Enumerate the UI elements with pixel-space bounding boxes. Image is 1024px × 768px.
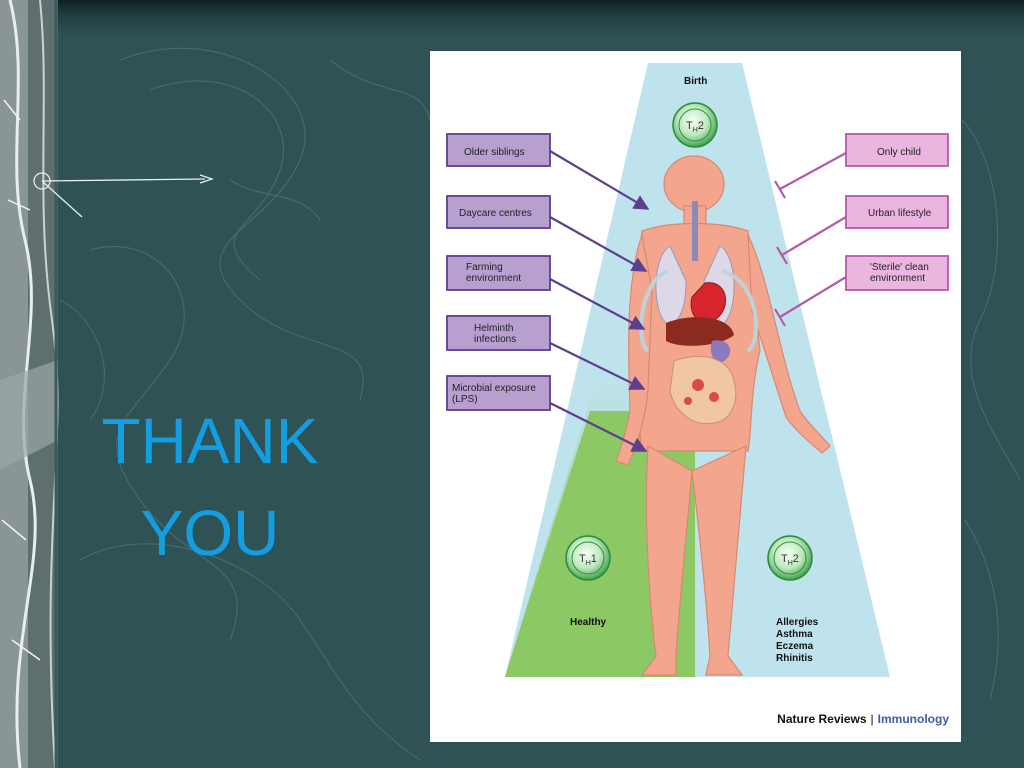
factor-label-daycare: Daycare centres	[459, 208, 532, 219]
thank-you-line-1: THANK	[101, 405, 319, 477]
factor-box-only-child: Only child	[845, 133, 949, 167]
map-strip-decoration	[0, 0, 59, 768]
figure-diagram: Older siblings Daycare centres Farming e…	[446, 63, 949, 677]
factor-box-urban: Urban lifestyle	[845, 195, 949, 229]
factor-box-older-siblings: Older siblings	[446, 133, 551, 167]
outcome-allergies: Allergies	[776, 617, 819, 628]
svg-text:TH2: TH2	[781, 553, 799, 567]
outcome-rhinitis: Rhinitis	[776, 653, 813, 664]
inhibiting-lines	[774, 152, 847, 327]
arrow-decoration	[33, 172, 215, 218]
promoting-arrows	[549, 150, 650, 452]
svg-text:TH1: TH1	[579, 553, 597, 567]
factor-label-older-siblings: Older siblings	[464, 147, 525, 158]
factor-label-farming-2: environment	[466, 273, 521, 284]
credit-separator: |	[870, 712, 874, 726]
factor-box-microbial: Microbial exposure (LPS)	[446, 375, 551, 411]
hygiene-hypothesis-figure: Older siblings Daycare centres Farming e…	[430, 51, 961, 742]
th2-cell-birth: TH2	[672, 102, 718, 148]
figure-credit: Nature Reviews|Immunology	[777, 712, 949, 726]
outcome-asthma: Asthma	[776, 629, 813, 640]
factor-label-microbial-2: (LPS)	[452, 394, 478, 405]
svg-text:TH2: TH2	[686, 120, 704, 134]
factor-label-farming-1: Farming	[466, 262, 503, 273]
factor-box-daycare: Daycare centres	[446, 195, 551, 229]
credit-source: Nature Reviews	[777, 712, 867, 726]
thank-you-line-2: YOU	[140, 497, 280, 569]
organs-illustration	[639, 201, 758, 425]
factor-box-helminth: Helminth infections	[446, 315, 551, 351]
outcome-eczema: Eczema	[776, 641, 814, 652]
topographic-contours	[59, 47, 1021, 761]
factor-label-sterile-1: 'Sterile' clean	[870, 262, 929, 273]
healthy-label: Healthy	[570, 617, 607, 628]
right-factor-boxes: Only child Urban lifestyle 'Sterile' cle…	[845, 133, 949, 291]
factor-label-sterile-2: environment	[870, 273, 925, 284]
birth-label: Birth	[684, 76, 707, 87]
factor-label-helminth-2: infections	[474, 334, 516, 345]
factor-label-helminth-1: Helminth	[474, 323, 513, 334]
factor-label-microbial-1: Microbial exposure	[452, 383, 536, 394]
left-factor-boxes: Older siblings Daycare centres Farming e…	[446, 133, 551, 411]
credit-journal: Immunology	[877, 712, 949, 726]
th2-cell-allergy: TH2	[767, 535, 813, 581]
factor-box-farming: Farming environment	[446, 255, 551, 291]
factor-label-urban: Urban lifestyle	[868, 208, 932, 219]
th1-cell-healthy: TH1	[565, 535, 611, 581]
thank-you-title: THANK YOU	[60, 395, 360, 579]
factor-box-sterile: 'Sterile' clean environment	[845, 255, 949, 291]
factor-label-only-child: Only child	[877, 147, 921, 158]
